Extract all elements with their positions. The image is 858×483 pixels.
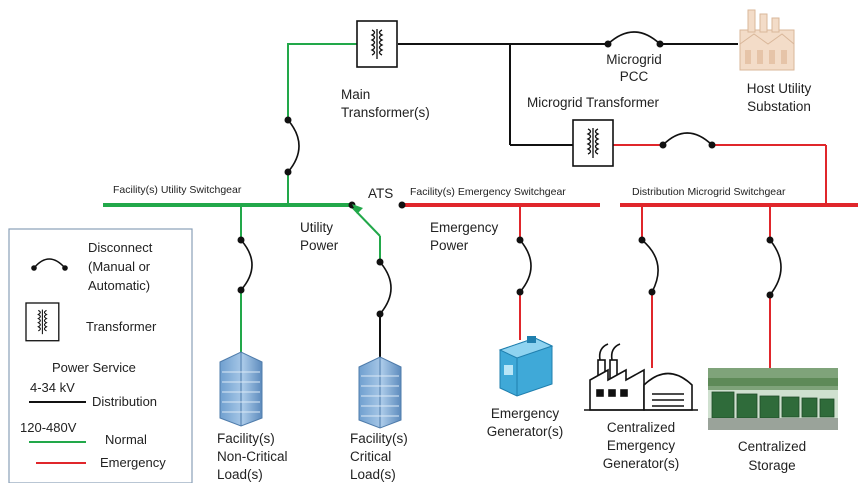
centralized-storage-photo [708, 368, 838, 430]
disconnect-critical [376, 258, 392, 318]
noncritical-load-line3: Load(s) [217, 467, 263, 482]
central-generator-line1: Centralized [607, 420, 675, 435]
main-transformer-icon [356, 20, 398, 68]
noncritical-building-icon [219, 351, 263, 427]
disconnect-pcc [604, 31, 664, 48]
facility-emergency-switchgear-label: Facility(s) Emergency Switchgear [410, 186, 566, 198]
legend-transformer-icon [25, 302, 60, 342]
legend-transformer-label: Transformer [86, 319, 157, 334]
central-generator-line2: Emergency [607, 438, 676, 453]
distribution-lines [379, 43, 738, 360]
disconnect-main [284, 116, 300, 176]
utility-power-line2: Power [300, 238, 339, 253]
disconnect-central-gen [638, 236, 659, 296]
legend-disconnect-icon [31, 258, 68, 271]
disconnect-storage [766, 236, 782, 299]
emergency-generator-line2: Generator(s) [487, 424, 564, 439]
emergency-generator-icon [498, 336, 554, 397]
legend-distribution-label: Distribution [92, 394, 157, 409]
critical-load-line1: Facility(s) [350, 431, 408, 446]
critical-building-icon [358, 356, 402, 429]
emergency-power-line2: Power [430, 238, 469, 253]
central-generator-icon [584, 343, 698, 411]
noncritical-load-line1: Facility(s) [217, 431, 275, 446]
ats-arrow-icon [352, 204, 363, 214]
facility-utility-switchgear-label: Facility(s) Utility Switchgear [113, 184, 242, 196]
critical-load-line2: Critical [350, 449, 391, 464]
utility-power-line1: Utility [300, 220, 333, 235]
legend-distribution-voltage: 4-34 kV [30, 380, 75, 395]
distribution-microgrid-switchgear-label: Distribution Microgrid Switchgear [632, 186, 786, 198]
noncritical-load-line2: Non-Critical [217, 449, 288, 464]
disconnect-noncritical [237, 236, 253, 294]
legend-box [8, 228, 193, 483]
legend-normal-label: Normal [105, 432, 147, 447]
centralized-storage-line1: Centralized [738, 439, 806, 454]
centralized-storage-line2: Storage [748, 458, 795, 473]
ats-label: ATS [368, 186, 393, 201]
legend: Disconnect (Manual or Automatic) Transform… [8, 228, 193, 483]
disconnect-emergency-gen [516, 236, 532, 296]
disconnect-microgrid [659, 132, 716, 149]
microgrid-transformer-icon [572, 119, 614, 167]
main-transformer-line2: Transformer(s) [341, 105, 430, 120]
legend-normal-voltage: 120-480V [20, 420, 77, 435]
emergency-lines [402, 144, 858, 368]
host-utility-line1: Host Utility [747, 81, 812, 96]
legend-disconnect-line2: (Manual or [88, 259, 151, 274]
host-substation-icon [739, 9, 795, 71]
ats-contact-right [398, 201, 406, 209]
legend-disconnect-label: Disconnect (Manual or Automatic) [88, 240, 153, 293]
microgrid-transformer-label: Microgrid Transformer [527, 95, 660, 110]
emergency-generator-line1: Emergency [491, 406, 560, 421]
legend-emergency-label: Emergency [100, 455, 166, 470]
host-utility-line2: Substation [747, 99, 811, 114]
microgrid-pcc-line2: PCC [620, 69, 649, 84]
legend-disconnect-line3: Automatic) [88, 278, 150, 293]
legend-power-service-label: Power Service [52, 360, 136, 375]
microgrid-pcc-line1: Microgrid [606, 52, 662, 67]
normal-lines [103, 43, 381, 355]
emergency-power-line1: Emergency [430, 220, 499, 235]
legend-disconnect-line1: Disconnect [88, 240, 153, 255]
central-generator-line3: Generator(s) [603, 456, 680, 471]
main-transformer-line1: Main [341, 87, 370, 102]
critical-load-line3: Load(s) [350, 467, 396, 482]
